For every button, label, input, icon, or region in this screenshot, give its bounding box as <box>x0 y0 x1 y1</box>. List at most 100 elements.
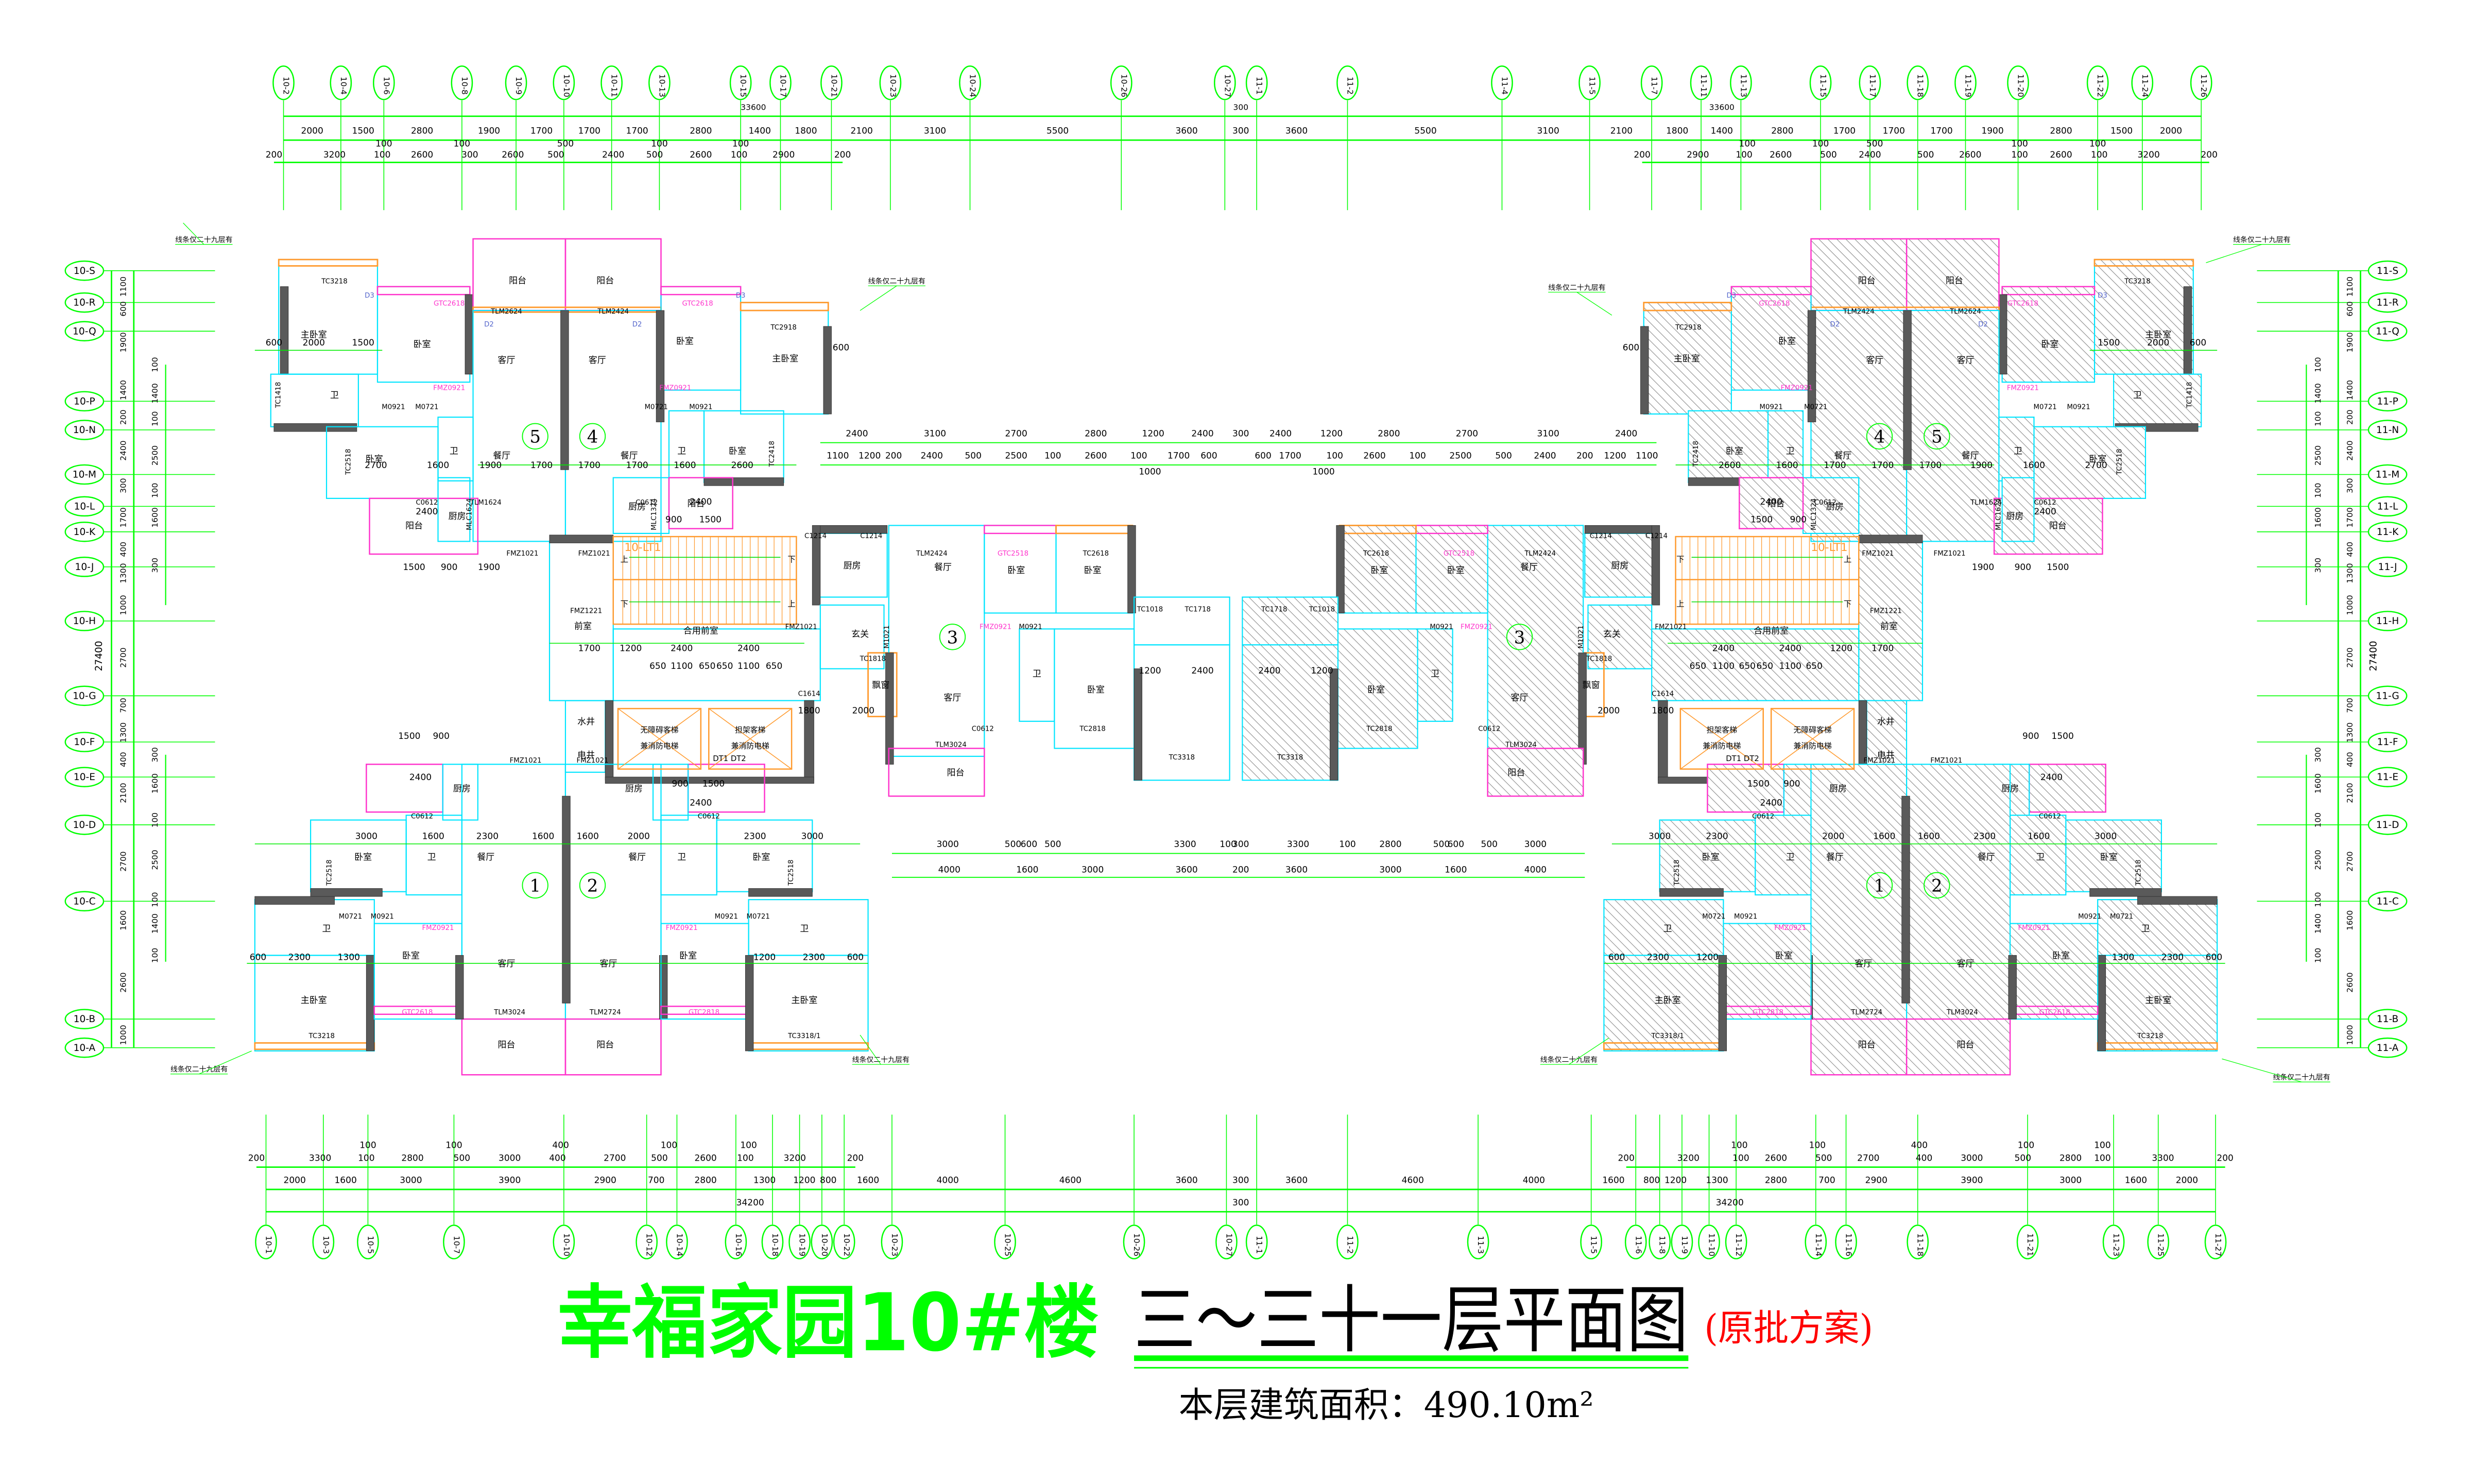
dim-bottom-sub: 3000 <box>1961 1153 1983 1163</box>
dim-interior: 1200 <box>620 644 642 654</box>
dim-side: 100 <box>150 483 160 498</box>
opening-code: C0612 <box>2034 499 2056 507</box>
axis-label-top: 10-15 <box>739 74 748 97</box>
dim-top-sub: 2600 <box>2050 150 2072 160</box>
opening-code: M0721 <box>2033 404 2056 411</box>
dim-bottom-sub: 500 <box>2015 1153 2031 1163</box>
dim-side: 400 <box>118 752 128 767</box>
elevator-label: 担架客梯 <box>1707 726 1737 734</box>
dim-interior: 2000 <box>1822 832 1844 842</box>
axis-label-top: 11-1 <box>1255 77 1264 95</box>
room-label: 厨房 <box>844 561 861 571</box>
dim-top-sub: 2400 <box>602 150 624 160</box>
axis-bubble <box>2007 65 2029 100</box>
dim-interior: 1900 <box>1970 460 1993 471</box>
room-label: 卫 <box>330 390 339 401</box>
line-only-floor-29-note: 线条仅二十九层有 <box>2233 235 2290 244</box>
axis-label-bottom: 10-27 <box>1224 1233 1233 1256</box>
room-outline <box>1659 819 1756 892</box>
dim-interior: 2400 <box>416 507 438 517</box>
axis-label-top: 10-2 <box>282 77 291 95</box>
axis-bubble <box>1467 1224 1489 1259</box>
dim-bottom-sub: 400 <box>1916 1153 1932 1163</box>
axis-label-bottom: 11-12 <box>1734 1233 1743 1256</box>
wall-segment <box>280 286 289 375</box>
opening-code: TC2618 <box>1363 550 1389 558</box>
axis-bubble <box>64 685 105 706</box>
axis-label-right: 11-C <box>2376 896 2398 907</box>
dim-side: 2100 <box>2345 783 2355 803</box>
axis-bubble <box>636 1224 658 1259</box>
dim-lower-middle: 3000 <box>1524 839 1547 850</box>
opening-code: D3 <box>2098 292 2107 300</box>
dim-top: 1700 <box>1930 126 1952 136</box>
room-label: 水井 <box>577 717 595 727</box>
dim-bottom-sub-raised: 100 <box>1731 1141 1747 1151</box>
dim-bottom-sub: 3000 <box>499 1153 521 1163</box>
axis-bubble <box>725 1224 747 1259</box>
axis-label-top: 11-5 <box>1588 77 1597 95</box>
dim-interior: 1500 <box>702 779 725 789</box>
opening-code: FMZ0921 <box>2018 924 2050 932</box>
opening-code: TLM1624 <box>1970 499 2002 507</box>
balcony-outline <box>366 764 444 813</box>
axis-label-bottom: 11-25 <box>2156 1233 2166 1256</box>
dim-side: 1600 <box>118 910 128 930</box>
dim-middle: 1200 <box>1142 428 1164 439</box>
dim-middle: 2400 <box>1191 428 1213 439</box>
room-label: 阳台 <box>1858 275 1876 286</box>
right-wing-geometry-hatched <box>1242 238 2225 1076</box>
opening-code: TLM2424 <box>1843 308 1875 316</box>
dim-interior: 1500 <box>398 731 420 741</box>
project-title: 幸福家园10#楼 <box>557 1276 1099 1369</box>
dim-top-sub-raised: 100 <box>2011 139 2028 149</box>
dim-interior: 2600 <box>731 460 753 471</box>
dim-lower-middle: 3000 <box>1082 865 1104 875</box>
room-outline <box>2010 815 2067 895</box>
dim-middle: 1100 <box>827 451 849 461</box>
dim-lower-middle: 4000 <box>938 865 960 875</box>
axis-bubble <box>64 891 105 912</box>
axis-label-bottom: 10-22 <box>842 1233 851 1256</box>
dim-bottom: 3600 <box>1285 1176 1308 1186</box>
dim-lower-middle: 600 <box>1021 839 1037 850</box>
dim-bottom: 700 <box>648 1176 664 1186</box>
axis-bubble <box>451 65 473 100</box>
wall-segment <box>1903 310 1912 470</box>
dim-total-bottom: 300 <box>1232 1198 1249 1208</box>
opening-code: FMZ1021 <box>577 757 609 765</box>
unit-number: 5 <box>1931 427 1943 447</box>
window-frame <box>1643 302 1732 312</box>
wall-segment <box>2008 955 2017 1020</box>
room-label: 餐厅 <box>1826 852 1844 862</box>
opening-code: TLM3024 <box>1505 741 1537 749</box>
room-label: 卧室 <box>1087 685 1105 695</box>
axis-label-bottom: 11-2 <box>1345 1236 1354 1254</box>
dim-side: 300 <box>2313 558 2323 573</box>
dim-interior: 1800 <box>798 705 820 716</box>
wall-segment <box>1127 525 1136 613</box>
axis-label-bottom: 10-26 <box>1132 1233 1141 1256</box>
dim-interior: 2300 <box>1647 953 1669 963</box>
dim-bottom-sub: 500 <box>651 1153 667 1163</box>
dim-interior: 1500 <box>2047 562 2069 573</box>
opening-code: TC1718 <box>1261 606 1287 613</box>
axis-bubble <box>1805 1224 1827 1259</box>
room-label: 餐厅 <box>621 451 638 461</box>
dim-bottom-sub-raised: 100 <box>359 1141 376 1151</box>
dim-bottom: 800 <box>820 1176 836 1186</box>
dim-top: 1700 <box>530 126 553 136</box>
balcony-outline <box>888 748 985 797</box>
dim-middle: 2500 <box>1005 451 1027 461</box>
opening-code: MLC1624 <box>466 498 473 530</box>
opening-code: FMZ1021 <box>510 757 542 765</box>
dim-bottom-sub: 500 <box>454 1153 470 1163</box>
dim-side: 2600 <box>2345 972 2355 992</box>
opening-code: MLC1624 <box>1995 498 2003 530</box>
dim-interior: 1300 <box>2112 953 2134 963</box>
opening-code: TC1418 <box>2186 382 2194 408</box>
dim-top: 1700 <box>1833 126 1856 136</box>
axis-label-top: 11-20 <box>2016 74 2025 97</box>
room-outline <box>1415 525 1488 614</box>
room-label: 卧室 <box>679 951 697 961</box>
